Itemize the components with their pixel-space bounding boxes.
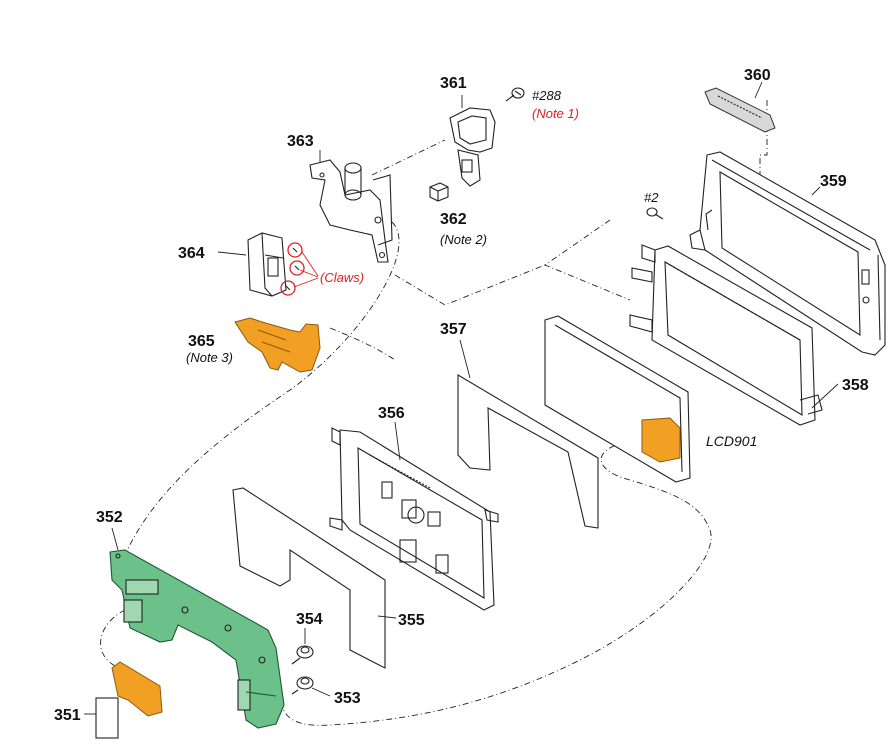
assembly-guide-lines [100, 100, 768, 726]
label-screw-288: #288 [532, 88, 562, 103]
part-352-board [109, 527, 285, 729]
label-361: 361 [440, 75, 467, 92]
label-screw-2: #2 [644, 190, 659, 205]
part-361-bracket [449, 95, 496, 187]
label-363: 363 [287, 133, 314, 150]
part-360-connector [704, 81, 776, 133]
part-355-sheet [232, 487, 397, 669]
label-352: 352 [96, 509, 123, 526]
label-362: 362 [440, 211, 467, 228]
label-358: 358 [842, 377, 869, 394]
part-357-sheet [457, 339, 599, 529]
label-359: 359 [820, 173, 847, 190]
label-365: 365 [188, 333, 215, 350]
label-364: 364 [178, 245, 205, 262]
part-359-frame [689, 151, 886, 356]
part-353-screw [291, 676, 331, 697]
label-note-1: (Note 1) [532, 106, 579, 121]
label-claws: (Claws) [320, 270, 364, 285]
part-351-flex [84, 661, 163, 739]
screw-2 [646, 207, 664, 220]
part-lcd-panel [544, 315, 691, 483]
label-lcd901: LCD901 [706, 433, 757, 449]
part-363-bracket [309, 150, 393, 263]
part-358-frame [629, 244, 839, 426]
label-356: 356 [378, 405, 405, 422]
screw-288 [505, 87, 525, 102]
label-355: 355 [398, 612, 425, 629]
label-note-2: (Note 2) [440, 232, 487, 247]
label-351: 351 [54, 707, 81, 724]
part-362-block [429, 182, 449, 202]
label-360: 360 [744, 67, 771, 84]
part-364-holder [217, 232, 319, 297]
labels: 360 361 #288 (Note 1) 363 359 #2 362 (No… [54, 67, 869, 724]
part-365-flex [234, 317, 321, 373]
part-354-screw [291, 628, 314, 665]
label-353: 353 [334, 690, 361, 707]
label-357: 357 [440, 321, 467, 338]
part-356-frame [329, 421, 499, 611]
label-354: 354 [296, 611, 323, 628]
label-note-3: (Note 3) [186, 350, 233, 365]
